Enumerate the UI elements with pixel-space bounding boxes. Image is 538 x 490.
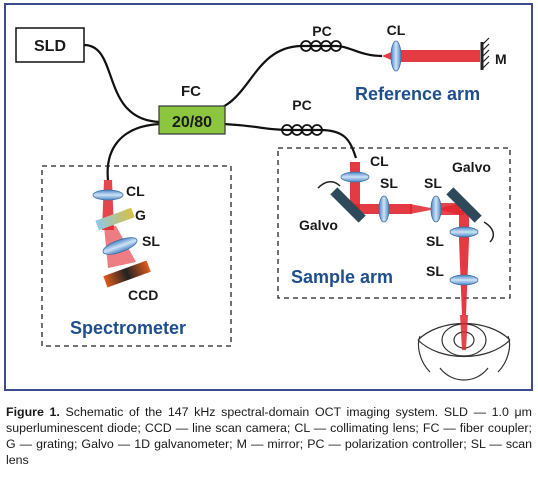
sl-2-label: SL: [424, 175, 442, 191]
pc-top-label: PC: [312, 23, 331, 39]
polarization-controller-reference: [300, 40, 342, 52]
spectrometer-scan-lens: [102, 237, 138, 255]
mirror-hatch: [482, 37, 490, 69]
spectrometer-optics: [92, 180, 151, 288]
coupler-ratio-label: 20/80: [172, 114, 212, 131]
sl-3-label: SL: [426, 233, 444, 249]
figure-frame: [4, 3, 533, 391]
figure-caption: Figure 1. Schematic of the 147 kHz spect…: [6, 404, 532, 468]
sample-beam-down-right: [459, 210, 469, 240]
grating: [95, 207, 135, 231]
sample-scan-lens-3: [449, 226, 479, 238]
sample-scan-lens-4: [449, 274, 479, 286]
sld-label: SLD: [34, 38, 66, 55]
galvo-left-label: Galvo: [299, 217, 338, 233]
fiber-coupler-to-spectrometer: [106, 122, 161, 181]
galvo-right-label: Galvo: [452, 159, 491, 175]
galvo-left-rotation-arrow: [317, 181, 341, 189]
eye-beam: [460, 315, 468, 350]
ccd-label: CCD: [128, 287, 158, 303]
caption-figure-label: Figure 1.: [6, 405, 60, 419]
pc-bottom-label: PC: [292, 97, 311, 113]
sample-beam-to-galvo: [436, 203, 464, 215]
fiber-coupler-to-sample: [223, 122, 358, 159]
fc-label: FC: [181, 83, 201, 100]
fiber-coupler-to-reference: [203, 44, 383, 114]
sample-arm-box: [277, 147, 511, 299]
reference-arm: [382, 37, 490, 72]
spectrometer-collimating-lens: [92, 189, 124, 201]
galvo-right-rotation-arrow: [483, 221, 495, 243]
sample-beam-down: [350, 162, 360, 210]
polarization-controller-sample: [281, 124, 323, 136]
cl-sample-label: CL: [370, 153, 389, 169]
sample-scan-lens-1: [378, 195, 390, 223]
sl-4-label: SL: [426, 263, 444, 279]
galvo-right-mirror: [446, 187, 482, 223]
galvo-left-mirror: [330, 187, 366, 223]
sl-spec-label: SL: [142, 233, 160, 249]
sample-beam-focus: [410, 204, 436, 214]
spectrometer-label: Spectrometer: [70, 318, 186, 338]
reference-arm-label: Reference arm: [355, 84, 480, 104]
ccd-sensor: [103, 260, 151, 288]
sample-arm-optics: [317, 162, 495, 315]
sample-arm-label: Sample arm: [291, 267, 393, 287]
cl-spec-label: CL: [126, 183, 145, 199]
mirror-label: M: [495, 51, 507, 67]
fiber-sld-to-coupler: [83, 43, 161, 124]
spectrometer-box: [41, 165, 232, 347]
cl-ref-label: CL: [387, 22, 406, 38]
sl-1-label: SL: [380, 175, 398, 191]
g-label: G: [135, 207, 146, 223]
oct-schematic: SLD FC 20/80 PC PC CL M Reference arm: [4, 3, 533, 391]
reference-collimating-lens: [390, 40, 402, 72]
caption-text: Schematic of the 147 kHz spectral-domain…: [6, 405, 532, 467]
reference-beam: [382, 50, 480, 62]
fiber-lines: [83, 43, 383, 181]
sample-scan-lens-2: [430, 195, 442, 223]
sld-source: SLD: [15, 27, 85, 63]
fiber-coupler: FC 20/80: [158, 83, 226, 135]
sample-collimating-lens: [340, 171, 370, 183]
